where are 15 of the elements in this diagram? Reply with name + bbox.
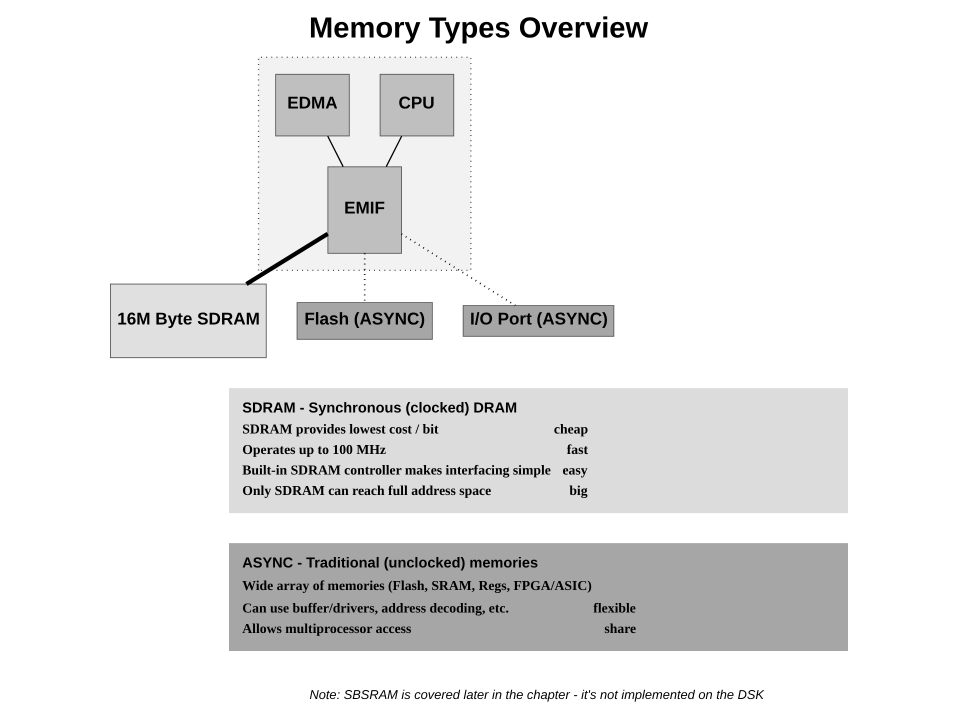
- node-box: EMIF: [327, 166, 402, 254]
- node-box: CPU: [380, 74, 454, 136]
- cluster: [258, 56, 472, 272]
- node-box: 16M Byte SDRAM: [110, 284, 267, 358]
- connector: [245, 232, 329, 286]
- node-box: SDRAM - Synchronous (clocked) DRAM SDRAM provides lowest cost / bit cheap Operates up to 100 MHz fast Built-in SDRAM controller makes interfacing simple easy Only SDRAM can reach full address space big: [229, 388, 848, 514]
- node-box: Flash (ASYNC): [296, 302, 433, 340]
- node-box: EDMA: [275, 74, 350, 136]
- caption: Note: SBSRAM is covered later in the chapter - it's not implemented on the DSK: [309, 686, 764, 702]
- diagram-title: Memory Types Overview: [309, 12, 648, 45]
- node-box: I/O Port (ASYNC): [462, 305, 614, 337]
- connector: [401, 233, 516, 306]
- connector: [327, 136, 344, 167]
- connector: [386, 136, 402, 167]
- node-box: ASYNC - Traditional (unclocked) memories Wide array of memories (Flash, SRAM, Regs, FPGA/ASIC) Can use buffer/drivers, address decoding, etc. flexible Allows multiprocessor access share: [229, 543, 848, 651]
